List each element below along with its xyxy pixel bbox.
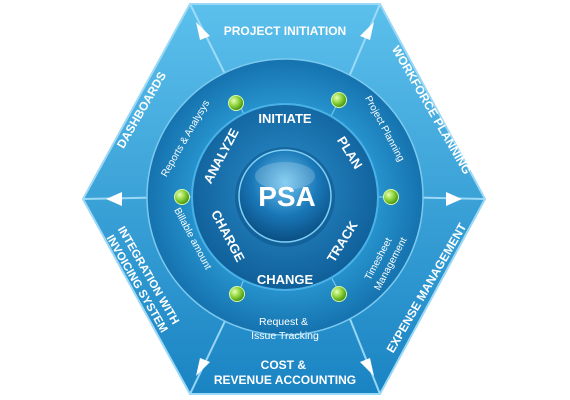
node-charge-analyze [174, 189, 190, 205]
node-track-change [331, 286, 347, 302]
ring-label-request-issue-tracking: Request & Issue Tracking [251, 316, 319, 342]
segment-cost-revenue-accounting: COST & REVENUE ACCOUNTING [214, 358, 356, 387]
node-initiate-plan [331, 92, 347, 108]
center-label-psa: PSA [258, 181, 316, 212]
node-initiate-analyze [228, 95, 244, 111]
phase-initiate: INITIATE [258, 111, 312, 126]
node-plan-track [383, 189, 399, 205]
node-change-charge [229, 286, 245, 302]
phase-change: CHANGE [257, 272, 314, 287]
node-group [174, 92, 399, 302]
core-circle [235, 147, 335, 247]
segment-project-initiation: PROJECT INITIATION [224, 24, 346, 38]
